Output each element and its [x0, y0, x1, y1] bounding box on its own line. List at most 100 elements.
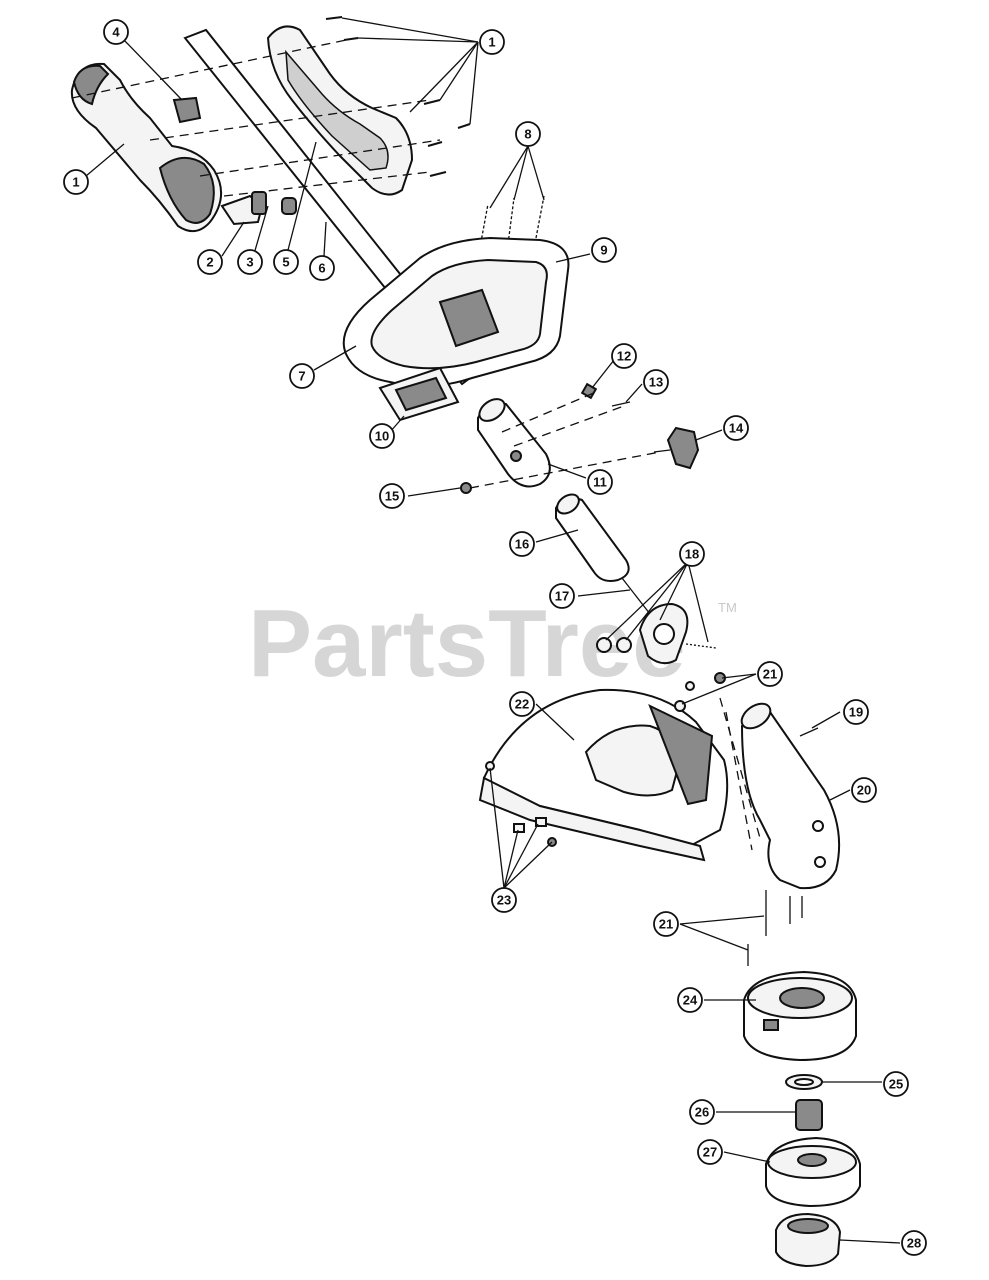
callout-28: 28 — [901, 1230, 927, 1256]
callout-27: 27 — [697, 1139, 723, 1165]
svg-text:16: 16 — [515, 537, 529, 552]
gear-head-group — [674, 672, 841, 966]
callout-2: 2 — [197, 249, 223, 275]
svg-text:20: 20 — [857, 783, 871, 798]
spool-hub — [797, 1153, 827, 1167]
guard-ribs — [648, 703, 714, 806]
spool-housing-hub — [779, 987, 825, 1009]
housing-screws — [325, 16, 471, 177]
nut-21a — [685, 681, 695, 691]
callout-22: 22 — [509, 691, 535, 717]
svg-text:23: 23 — [497, 893, 511, 908]
callout-9: 9 — [591, 237, 617, 263]
svg-text:22: 22 — [515, 697, 529, 712]
svg-text:2: 2 — [206, 255, 213, 270]
gear-head-inlet — [740, 702, 772, 730]
svg-text:6: 6 — [318, 261, 325, 276]
callout-23: 23 — [491, 887, 517, 913]
knob-14 — [666, 426, 700, 470]
watermark-text: PartsTree — [248, 590, 686, 697]
callout-25: 25 — [883, 1071, 909, 1097]
svg-text:21: 21 — [659, 917, 673, 932]
callout-7: 7 — [289, 363, 315, 389]
callout-13: 13 — [643, 369, 669, 395]
bracket-clamp-hole — [653, 623, 675, 645]
callout-21-lower: 21 — [653, 911, 679, 937]
nut-18b — [616, 637, 632, 653]
washer-hole — [794, 1078, 814, 1086]
callout-1-lower: 1 — [63, 169, 89, 195]
guard-group — [478, 688, 729, 862]
screw-13 — [611, 401, 631, 407]
callout-15: 15 — [379, 483, 405, 509]
d-handle-group — [342, 236, 570, 422]
spool-housing-eyelet — [763, 1019, 779, 1031]
svg-text:3: 3 — [246, 255, 253, 270]
spring-c — [535, 195, 545, 239]
d-handle-clamp-top — [438, 288, 500, 348]
svg-text:14: 14 — [729, 421, 744, 436]
nut-21c — [674, 700, 686, 712]
svg-text:15: 15 — [385, 489, 399, 504]
callout-17: 17 — [549, 583, 575, 609]
lower-tube-end — [556, 493, 580, 515]
svg-text:8: 8 — [524, 127, 531, 142]
spring-a — [477, 203, 489, 259]
bolt-18 — [685, 643, 717, 649]
svg-text:18: 18 — [685, 547, 699, 562]
housing-left-nozzle — [72, 64, 110, 106]
watermark-trademark: TM — [718, 600, 737, 615]
svg-text:25: 25 — [889, 1077, 903, 1092]
svg-text:4: 4 — [112, 25, 120, 40]
svg-text:1: 1 — [488, 35, 495, 50]
svg-text:5: 5 — [282, 255, 289, 270]
bracket-clamp-group — [596, 602, 717, 665]
svg-text:1: 1 — [72, 175, 79, 190]
svg-text:17: 17 — [555, 589, 569, 604]
watermark: PartsTree TM — [248, 590, 737, 697]
svg-text:24: 24 — [683, 993, 698, 1008]
svg-text:19: 19 — [849, 705, 863, 720]
svg-text:28: 28 — [907, 1236, 921, 1251]
nut-18a — [596, 637, 612, 653]
lower-tube-group — [555, 493, 651, 615]
svg-text:10: 10 — [375, 429, 389, 444]
nut-15 — [460, 482, 472, 494]
guard-skirt — [478, 776, 706, 862]
gear-head-hole-a — [812, 820, 824, 832]
svg-text:13: 13 — [649, 375, 663, 390]
svg-text:12: 12 — [617, 349, 631, 364]
callout-20: 20 — [851, 777, 877, 803]
svg-text:27: 27 — [703, 1145, 717, 1160]
handle-clamp-lower-inner — [394, 376, 448, 412]
svg-text:21: 21 — [763, 667, 777, 682]
housing-left-grip — [158, 157, 215, 224]
guard-nut-a — [513, 823, 525, 833]
coupler-hole — [510, 450, 522, 462]
svg-text:26: 26 — [695, 1105, 709, 1120]
leader-lines — [85, 17, 901, 1244]
coupler-tube-end — [478, 398, 506, 422]
head-spring — [795, 1099, 823, 1131]
callout-24: 24 — [677, 987, 703, 1013]
gear-head-hole-b — [814, 856, 826, 868]
callout-18: 18 — [679, 541, 705, 567]
trimmer-head-group — [743, 970, 861, 1268]
screw-19 — [799, 727, 819, 737]
callout-12: 12 — [611, 343, 637, 369]
housing-right-inner — [285, 49, 389, 171]
callout-26: 26 — [689, 1099, 715, 1125]
coupler-group — [460, 382, 700, 494]
svg-text:9: 9 — [600, 243, 607, 258]
callout-14: 14 — [723, 415, 749, 441]
callout-16: 16 — [509, 531, 535, 557]
callout-19: 19 — [843, 699, 869, 725]
springs-group — [477, 195, 545, 259]
connector-block — [172, 96, 202, 124]
callout-21-upper: 21 — [757, 661, 783, 687]
switch-button — [281, 197, 297, 215]
callouts: 1 1 2 3 4 5 6 7 — [63, 19, 927, 1256]
callout-4: 4 — [103, 19, 129, 45]
svg-text:11: 11 — [593, 475, 607, 490]
